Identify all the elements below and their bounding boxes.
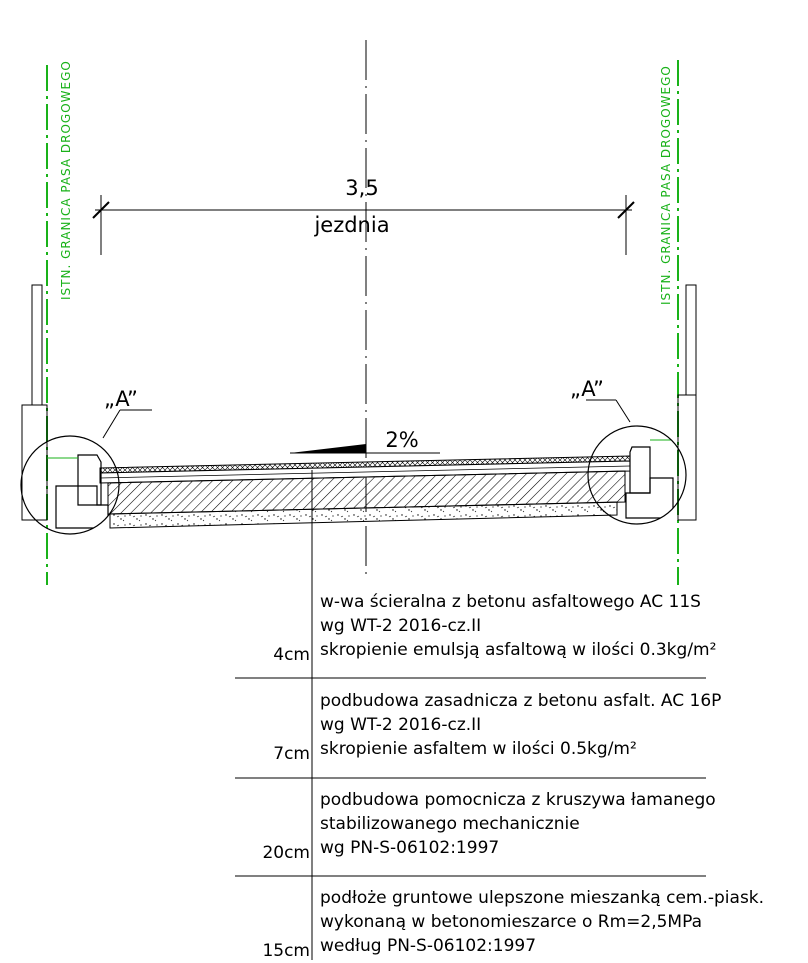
layer-thickness: 15cm xyxy=(262,941,310,961)
slope-indicator: 2% xyxy=(290,428,440,454)
layer-description-line: skropienie emulsją asfaltową w ilości 0.… xyxy=(320,640,717,660)
base-course-layer xyxy=(107,470,626,515)
detail-circle-left xyxy=(20,435,120,535)
width-dimension: 3,5 jezdnia xyxy=(92,176,635,255)
layer-description-line: wg WT-2 2016-cz.II xyxy=(320,616,482,636)
layer-thickness: 20cm xyxy=(262,843,310,863)
layer-description: podłoże gruntowe ulepszone mieszanką cem… xyxy=(320,886,764,958)
layer-description-line: według PN-S-06102:1997 xyxy=(320,936,537,956)
road-border-label-right: ISTN. GRANICA PASA DROGOWEGO xyxy=(659,65,673,305)
left-edge-structure: „A” xyxy=(20,284,152,535)
detail-marker-left: „A” xyxy=(104,387,138,411)
subgrade-layer xyxy=(109,501,618,529)
dimension-value: 3,5 xyxy=(345,176,378,200)
slope-label: 2% xyxy=(385,428,418,452)
layer-description-line: wg PN-S-06102:1997 xyxy=(320,838,500,858)
layer-description-line: wykonaną w betonomieszarce o Rm=2,5MPa xyxy=(320,912,702,932)
dimension-label: jezdnia xyxy=(313,213,389,237)
layer-thickness: 4cm xyxy=(273,645,310,665)
road-border-label-left: ISTN. GRANICA PASA DROGOWEGO xyxy=(59,60,73,300)
layer-description-line: podbudowa pomocnicza z kruszywa łamanego xyxy=(320,790,716,810)
right-edge-structure: „A” xyxy=(570,284,697,525)
layer-description: podbudowa pomocnicza z kruszywa łamanego… xyxy=(320,788,716,860)
layer-description-line: podłoże gruntowe ulepszone mieszanką cem… xyxy=(320,888,765,908)
layer-description: podbudowa zasadnicza z betonu asfalt. AC… xyxy=(320,689,721,761)
layer-description: w-wa ścieralna z betonu asfaltowego AC 1… xyxy=(320,590,716,662)
layer-description-line: wg WT-2 2016-cz.II xyxy=(320,715,482,735)
detail-marker-right: „A” xyxy=(570,377,604,401)
layer-description-line: podbudowa zasadnicza z betonu asfalt. AC… xyxy=(320,691,722,711)
layer-thickness: 7cm xyxy=(273,744,310,764)
road-border-left: ISTN. GRANICA PASA DROGOWEGO xyxy=(46,60,73,585)
layer-description-line: w-wa ścieralna z betonu asfaltowego AC 1… xyxy=(320,592,701,612)
layer-description-line: skropienie asfaltem w ilości 0.5kg/m² xyxy=(320,739,637,759)
layer-description-line: stabilizowanego mechanicznie xyxy=(320,814,580,834)
detail-circle-right xyxy=(587,425,687,525)
pavement-layers xyxy=(99,455,631,960)
